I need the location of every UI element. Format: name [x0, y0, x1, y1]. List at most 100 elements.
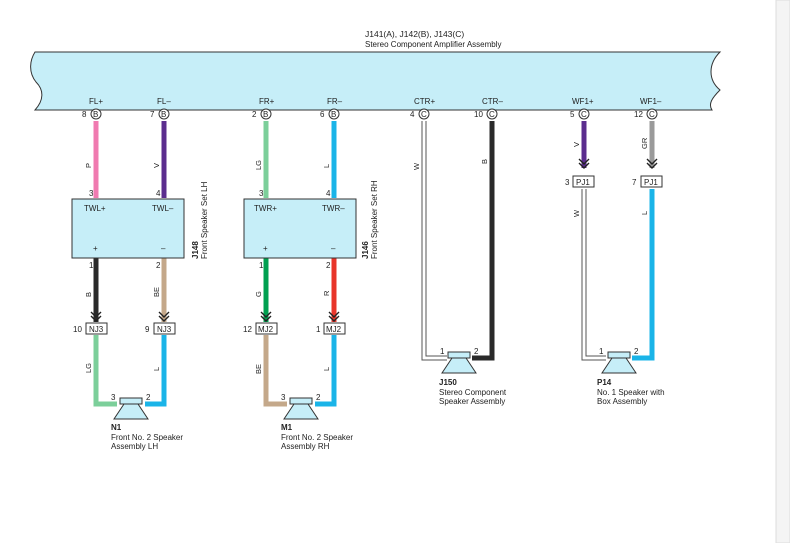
- terminal-label-fr-minus: FR–: [327, 97, 343, 106]
- speaker-m1-name-line1: Front No. 2 Speaker: [281, 433, 353, 442]
- speaker-p14-icon: 1 2: [599, 347, 639, 374]
- wire-code-p: P: [84, 163, 93, 168]
- svg-text:1: 1: [599, 347, 604, 356]
- svg-text:NJ3: NJ3: [89, 325, 104, 334]
- svg-text:10: 10: [474, 110, 483, 119]
- terminal-label-fl-minus: FL–: [157, 97, 171, 106]
- wire-code-lg-n1: LG: [84, 363, 93, 373]
- wire-code-gr: GR: [640, 137, 649, 149]
- svg-text:TWR–: TWR–: [322, 204, 345, 213]
- svg-text:6: 6: [320, 110, 325, 119]
- svg-text:B: B: [263, 110, 268, 119]
- svg-text:2: 2: [326, 261, 331, 270]
- component-codes-title: J141(A), J142(B), J143(C): [365, 29, 464, 39]
- svg-text:12: 12: [634, 110, 643, 119]
- pin-fl-plus: 8 B: [82, 108, 102, 120]
- speaker-p14-code: P14: [597, 378, 612, 387]
- wire-p14-blue: [632, 189, 655, 361]
- speaker-n1-name-line1: Front No. 2 Speaker: [111, 433, 183, 442]
- svg-text:TWR+: TWR+: [254, 204, 277, 213]
- svg-text:B: B: [93, 110, 98, 119]
- wire-code-w-p14: W: [572, 209, 581, 217]
- wire-ctr-plus-white: [421, 121, 447, 361]
- speaker-m1-icon: 3 2: [281, 393, 321, 420]
- svg-text:8: 8: [82, 110, 87, 119]
- svg-text:+: +: [263, 244, 268, 253]
- speaker-j150-code: J150: [439, 378, 457, 387]
- svg-text:3: 3: [259, 189, 264, 198]
- wire-code-v: V: [152, 163, 161, 168]
- svg-text:C: C: [649, 110, 655, 119]
- svg-text:7: 7: [632, 178, 637, 187]
- svg-text:5: 5: [570, 110, 575, 119]
- pin-wf1-plus: 5 C: [570, 108, 590, 120]
- wire-m1-beige: [263, 335, 287, 407]
- terminal-label-fr-plus: FR+: [259, 97, 275, 106]
- svg-text:7: 7: [150, 110, 155, 119]
- svg-text:2: 2: [316, 393, 321, 402]
- svg-text:2: 2: [156, 261, 161, 270]
- svg-text:MJ2: MJ2: [326, 325, 342, 334]
- svg-text:1: 1: [316, 325, 321, 334]
- svg-text:1: 1: [259, 261, 264, 270]
- speaker-set-rh: 3 4 TWR+ TWR– + – 1 2 J146 Front Speaker…: [243, 180, 379, 270]
- pin-fl-minus: 7 B: [150, 108, 170, 120]
- svg-text:–: –: [161, 244, 166, 253]
- wire-code-l-m1: L: [322, 367, 331, 371]
- wire-code-lg: LG: [254, 160, 263, 170]
- svg-text:1: 1: [440, 347, 445, 356]
- svg-text:12: 12: [243, 325, 252, 334]
- svg-text:4: 4: [410, 110, 415, 119]
- connector-nj3-b: 9 NJ3: [145, 322, 176, 335]
- speaker-j150-name-line1: Stereo Component: [439, 388, 507, 397]
- svg-text:10: 10: [73, 325, 82, 334]
- svg-text:J148: J148: [191, 241, 200, 259]
- pin-wf1-minus: 12 C: [634, 108, 658, 120]
- terminal-label-ctr-plus: CTR+: [414, 97, 435, 106]
- svg-text:3: 3: [111, 393, 116, 402]
- svg-text:–: –: [331, 244, 336, 253]
- wire-p14-white: [581, 189, 606, 361]
- connector-nj3-a: 10 NJ3: [73, 322, 108, 335]
- wire-n1-lightgreen: [93, 335, 117, 407]
- svg-text:C: C: [581, 110, 587, 119]
- wire-code-v-wf: V: [572, 142, 581, 147]
- speaker-n1-icon: 3 2: [111, 393, 151, 420]
- svg-text:NJ3: NJ3: [157, 325, 172, 334]
- wire-m1-blue: [315, 335, 337, 407]
- wire-code-l: L: [322, 164, 331, 168]
- wire-code-b-lh: B: [84, 292, 93, 297]
- wire-ctr-minus-black: [472, 121, 495, 361]
- connector-mj2-a: 12 MJ2: [243, 322, 278, 335]
- wire-ctr-plus-white-fill: [422, 121, 447, 360]
- svg-text:2: 2: [474, 347, 479, 356]
- svg-text:PJ1: PJ1: [576, 178, 590, 187]
- wire-code-l-p14: L: [640, 211, 649, 215]
- speaker-p14-name-line1: No. 1 Speaker with: [597, 388, 665, 397]
- wire-n1-blue: [145, 335, 167, 407]
- speaker-n1-name-line2: Assembly LH: [111, 442, 158, 451]
- svg-text:B: B: [161, 110, 166, 119]
- wire-code-l-n1: L: [152, 367, 161, 371]
- svg-text:Front Speaker Set RH: Front Speaker Set RH: [370, 180, 379, 259]
- terminal-label-fl-plus: FL+: [89, 97, 103, 106]
- wire-p14-white-fill: [582, 189, 606, 360]
- svg-text:3: 3: [281, 393, 286, 402]
- svg-text:1: 1: [89, 261, 94, 270]
- speaker-m1-name-line2: Assembly RH: [281, 442, 330, 451]
- svg-text:TWL+: TWL+: [84, 204, 106, 213]
- svg-text:3: 3: [565, 178, 570, 187]
- speaker-m1-code: M1: [281, 423, 293, 432]
- svg-text:MJ2: MJ2: [258, 325, 274, 334]
- svg-text:TWL–: TWL–: [152, 204, 174, 213]
- terminal-label-ctr-minus: CTR–: [482, 97, 503, 106]
- terminal-label-wf1-plus: WF1+: [572, 97, 594, 106]
- speaker-j150-name-line2: Speaker Assembly: [439, 397, 505, 406]
- wire-code-w-ctr: W: [412, 162, 421, 170]
- svg-text:2: 2: [252, 110, 257, 119]
- terminal-label-wf1-minus: WF1–: [640, 97, 662, 106]
- svg-text:4: 4: [326, 189, 331, 198]
- speaker-j150-icon: 1 2: [440, 347, 479, 374]
- svg-text:+: +: [93, 244, 98, 253]
